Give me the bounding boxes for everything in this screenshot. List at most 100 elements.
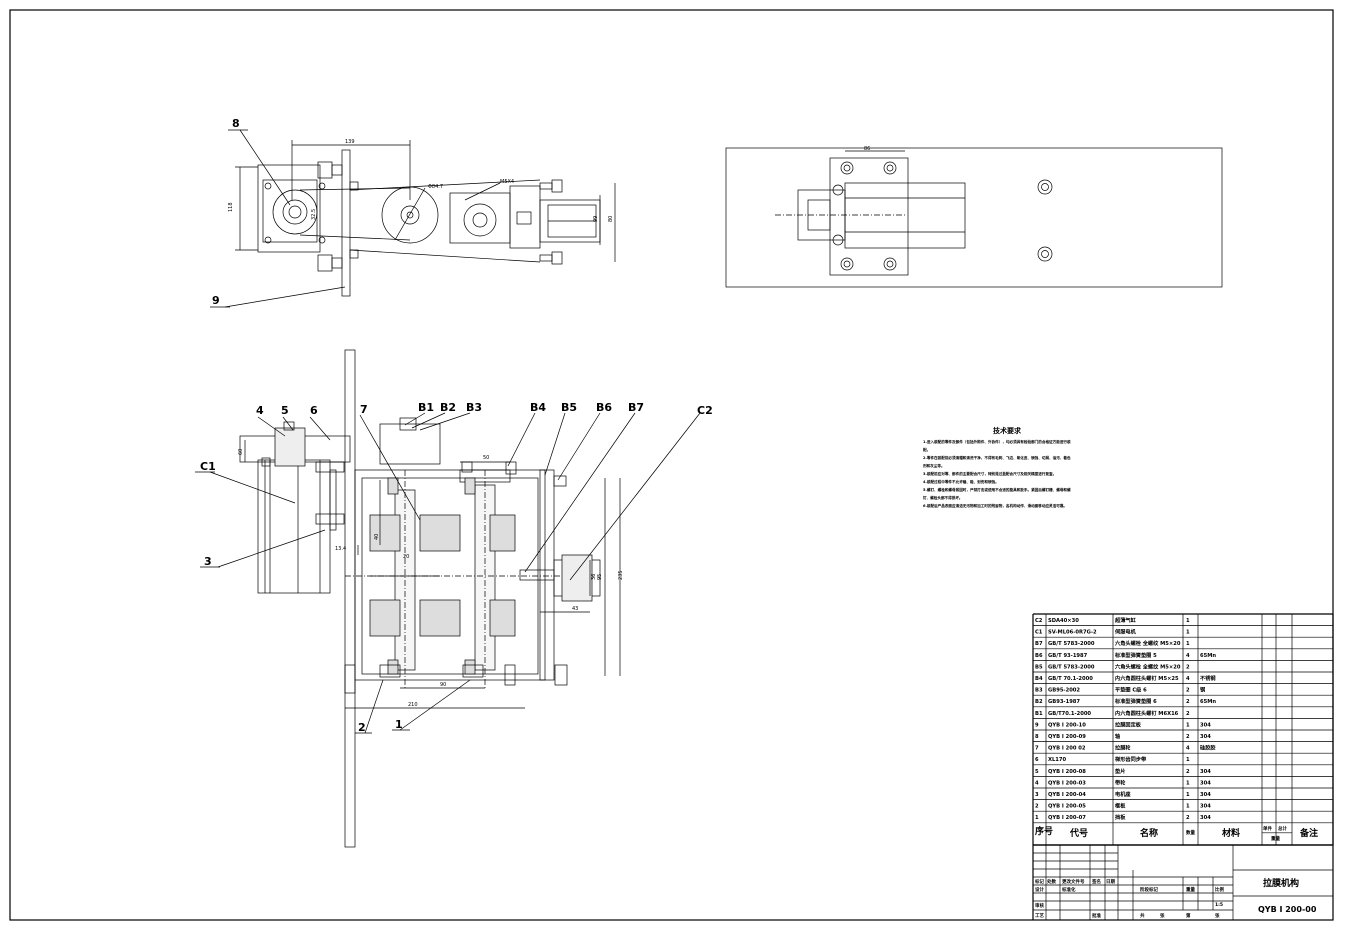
balloon-c2: C2 — [697, 404, 713, 417]
balloon-b3: B3 — [466, 401, 482, 414]
bom-header-unit: 单件 — [1263, 825, 1272, 832]
bom-cell-code: QYB I 200-09 — [1048, 734, 1086, 740]
bom-cell-name: 带轮 — [1115, 778, 1126, 786]
bom-cell-name: 框板 — [1114, 802, 1126, 810]
bom-cell-qty: 4 — [1186, 653, 1190, 659]
title-block — [1032, 844, 1333, 920]
bom-cell-code: QYB I 200-10 — [1048, 722, 1086, 728]
bom-cell-name: 伺服电机 — [1114, 628, 1137, 636]
top-view-labels: 8 9 139 118 Φ84.7 M5X4 99 80 32.5 — [212, 117, 614, 307]
bom-cell-no: 7 — [1035, 746, 1039, 752]
bom-cell-qty: 2 — [1186, 769, 1190, 775]
balloon-1: 1 — [395, 718, 403, 731]
bom-header-total: 总计 — [1278, 825, 1287, 832]
balloon-b7: B7 — [628, 401, 644, 414]
tech-req-line: 4.装配过程中零件不允许磕、碰、划伤和锈蚀。 — [923, 479, 999, 484]
dim-32-5: 32.5 — [311, 209, 317, 220]
dim-50: 50 — [483, 455, 489, 461]
bom-cell-name: 平垫圈 C级 6 — [1115, 686, 1147, 694]
bom-cell-name: 垫片 — [1115, 767, 1125, 775]
bom-cell-name: 六角头螺栓 全螺纹 M5×20 — [1115, 662, 1181, 670]
dim-36: 36 — [591, 574, 597, 580]
bom-cell-name: 标准型弹簧垫圈 6 — [1114, 697, 1157, 705]
balloon-9: 9 — [212, 294, 220, 307]
bom-cell-name: 六角头螺栓 全螺纹 M5×20 — [1115, 639, 1181, 647]
bom-cell-name: 梯形齿同步带 — [1115, 755, 1147, 763]
dim-139: 139 — [345, 139, 355, 145]
bom-cell-qty: 1 — [1186, 618, 1190, 624]
top-view — [210, 129, 616, 308]
front-view — [195, 349, 701, 848]
bom-header-qty: 数量 — [1186, 829, 1195, 836]
title-label-total: 共 — [1140, 912, 1145, 919]
dim-210: 210 — [408, 702, 418, 708]
title-label-process: 工艺 — [1035, 912, 1044, 919]
bom-cell-no: 2 — [1035, 804, 1039, 810]
bom-cell-material: 不锈钢 — [1200, 674, 1216, 682]
bom-cell-no: 5 — [1035, 769, 1039, 775]
bom-cell-no: C2 — [1035, 618, 1043, 624]
bom-cell-qty: 4 — [1186, 746, 1190, 752]
bom-cell-qty: 1 — [1186, 780, 1190, 786]
bom-cell-no: 3 — [1035, 792, 1039, 798]
title-label-scale: 比例 — [1215, 886, 1224, 893]
bom-cell-qty: 2 — [1186, 688, 1190, 694]
bom-cell-name: 拉膜轮 — [1115, 744, 1131, 752]
bom-cell-material: 硅胶胶 — [1200, 744, 1216, 752]
balloon-4: 4 — [256, 404, 264, 417]
bom-cell-qty: 1 — [1186, 804, 1190, 810]
tech-req-line: 1.进入装配的零件及部件（包括外购件、外协件），均必须具有检验部门的合格证方能进… — [923, 439, 1071, 444]
bom-cell-qty: 2 — [1186, 664, 1190, 670]
bom-cell-material: 304 — [1200, 815, 1211, 821]
bom-cell-material: 304 — [1200, 804, 1211, 810]
bom-cell-qty: 1 — [1186, 630, 1190, 636]
title-label-check: 审核 — [1035, 902, 1044, 909]
bom-cell-qty: 4 — [1186, 676, 1190, 682]
bom-header-weight: 重量 — [1271, 835, 1280, 842]
bom-header-name: 名称 — [1140, 827, 1158, 839]
bom-cell-material: 304 — [1200, 769, 1211, 775]
bom-cell-no: C1 — [1035, 630, 1043, 636]
bom-cell-code: XL170 — [1048, 757, 1067, 763]
bom-cell-qty: 1 — [1186, 641, 1190, 647]
bom-cell-code: QYB I 200 02 — [1048, 746, 1086, 752]
bom-cell-no: 9 — [1035, 722, 1039, 728]
bom-cell-name: 内六角圆柱头螺钉 M5×25 — [1115, 674, 1179, 682]
bom-cell-no: 8 — [1035, 734, 1039, 740]
tech-req-title: 技术要求 — [993, 426, 1022, 435]
bom-cell-no: B7 — [1035, 641, 1043, 647]
bom-cell-code: SV-ML06-0R7G-2 — [1048, 630, 1097, 636]
dim-90: 90 — [440, 682, 446, 688]
bom-cell-code: QYB I 200-03 — [1048, 780, 1086, 786]
bom-cell-no: B5 — [1035, 664, 1043, 670]
bom-cell-qty: 1 — [1186, 722, 1190, 728]
dim-60: 60 — [238, 449, 244, 455]
bom-cell-qty: 1 — [1186, 792, 1190, 798]
bom-header-material: 材料 — [1221, 827, 1240, 839]
dim-86: 86 — [864, 146, 870, 152]
title-label-weight: 重量 — [1186, 886, 1195, 893]
bom-cell-qty: 1 — [1186, 757, 1190, 763]
bom-cell-no: 4 — [1035, 780, 1039, 786]
dim-80: 80 — [608, 216, 614, 222]
title-scale-value: 1:5 — [1215, 902, 1223, 908]
bom-cell-material: 304 — [1200, 722, 1211, 728]
balloon-b5: B5 — [561, 401, 577, 414]
title-label-date: 日期 — [1106, 878, 1115, 885]
balloon-b6: B6 — [596, 401, 612, 414]
balloon-2: 2 — [358, 721, 366, 734]
bom-cell-material: 304 — [1200, 734, 1211, 740]
title-label-sheet: 张 — [1215, 912, 1220, 919]
bom-cell-material: 304 — [1200, 792, 1211, 798]
title-label-mark: 标记 — [1034, 878, 1044, 885]
bom-cell-no: B4 — [1035, 676, 1043, 682]
title-label-standard: 标准化 — [1061, 886, 1076, 893]
bom-cell-code: SDA40×30 — [1048, 618, 1079, 624]
dim-13-4: 13.4 — [335, 546, 346, 552]
tech-req-line: 6.装配后产品表面应清洁无污物和加工时的残留物，各机构动作、滑动面移动应灵活可靠… — [923, 503, 1067, 508]
tech-req-line: 配。 — [923, 447, 930, 452]
bom-cell-code: QYB I 200-07 — [1048, 815, 1086, 821]
bom-cell-code: GB/T70.1-2000 — [1048, 711, 1091, 717]
